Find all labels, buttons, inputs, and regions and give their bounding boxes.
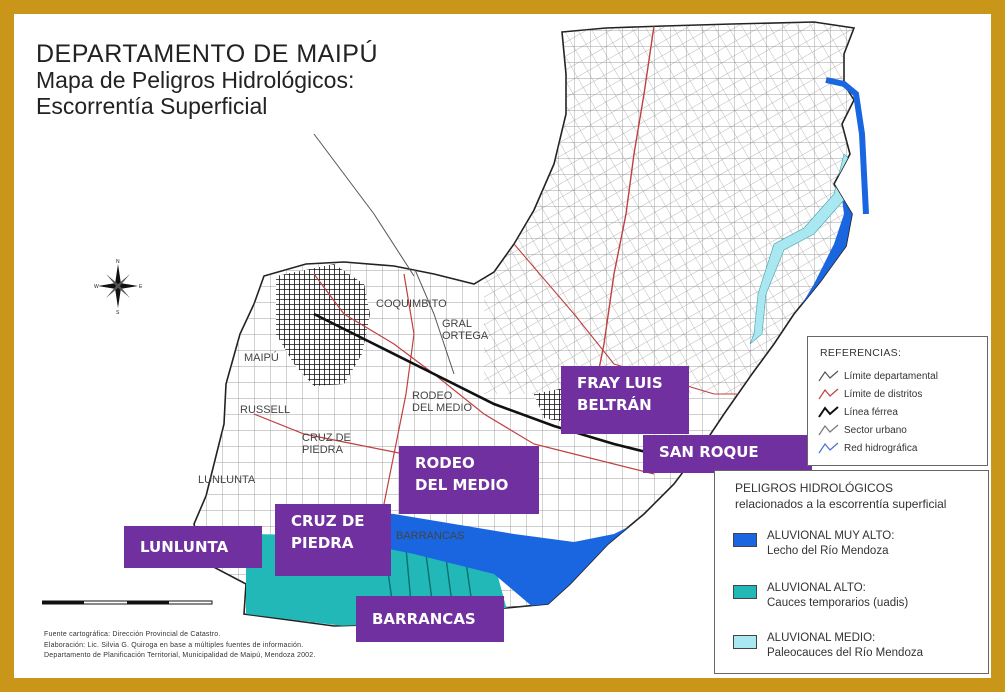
line-symbol-icon	[818, 370, 839, 382]
overlay-label-cruz-de-piedra: CRUZ DE PIEDRA	[275, 504, 391, 576]
railway-line	[313, 312, 675, 461]
map-base	[193, 21, 869, 627]
hazard-item-alto: ALUVIONAL ALTO: Cauces temporarios (uadi…	[767, 582, 909, 609]
compass-s: S	[116, 310, 120, 314]
district-label-barrancas: BARRANCAS	[396, 530, 465, 542]
source-credits: Fuente cartográfica: Dirección Provincia…	[44, 631, 316, 659]
hazards-legend: PELIGROS HIDROLÓGICOS relacionados a la …	[714, 470, 989, 674]
urban-sector-maipu	[276, 264, 370, 386]
district-label-rodeo-1: RODEO	[412, 390, 453, 402]
references-legend: REFERENCIAS: Límite departamental Límite…	[807, 336, 988, 466]
district-boundary	[253, 413, 405, 455]
title-line-3: Escorrentía Superficial	[36, 92, 268, 119]
district-label-russell: RUSSELL	[240, 404, 291, 416]
compass-n: N	[116, 259, 120, 265]
overlay-label-lunlunta: LUNLUNTA	[124, 526, 262, 568]
reference-item: Límite de distritos	[818, 388, 922, 400]
district-label-cruz-2: PIEDRA	[302, 444, 343, 457]
district-label-gral: GRAL	[442, 318, 472, 330]
overlay-label-fray-luis-beltran: FRAY LUIS BELTRÁN	[561, 366, 689, 434]
swatch-muy-alto	[733, 533, 757, 547]
references-title: REFERENCIAS:	[820, 347, 902, 359]
overlay-label-san-roque: SAN ROQUE	[643, 435, 812, 473]
compass-rose-icon: N S W E	[94, 259, 142, 314]
district-label-rodeo-2: DEL MEDIO	[412, 402, 473, 415]
district-label-ortega: ORTEGA	[442, 330, 489, 343]
district-label-lunlunta: LUNLUNTA	[198, 474, 256, 486]
reference-item: Sector urbano	[818, 424, 907, 436]
district-boundary	[313, 273, 655, 475]
district-label-coquimbito: COQUIMBITO	[376, 298, 447, 310]
swatch-medio	[733, 635, 757, 649]
district-label-cruz: CRUZ DE PIEDRA	[302, 432, 351, 456]
line-symbol-icon	[818, 424, 839, 436]
scale-bar	[42, 600, 213, 605]
compass-w: W	[94, 284, 99, 290]
swatch-alto	[733, 585, 757, 599]
district-boundary	[593, 25, 655, 395]
overlay-label-rodeo-del-medio: RODEO DEL MEDIO	[399, 446, 539, 514]
compass-e: E	[139, 284, 142, 290]
district-boundary	[383, 273, 415, 505]
title-line-1: DEPARTAMENTO DE MAIPÚ	[36, 40, 379, 68]
line-symbol-icon	[818, 406, 839, 418]
hazard-item-medio: ALUVIONAL MEDIO: Paleocauces del Río Men…	[767, 632, 923, 659]
line-symbol-icon	[818, 442, 839, 454]
district-label-gral-ortega: GRAL ORTEGA	[442, 318, 488, 342]
map-canvas: DEPARTAMENTO DE MAIPÚ Mapa de Peligros H…	[14, 14, 991, 678]
overlay-label-barrancas: BARRANCAS	[356, 596, 504, 642]
hazard-item-muy-alto: ALUVIONAL MUY ALTO: Lecho del Río Mendoz…	[767, 530, 895, 557]
reference-item: Red hidrográfica	[818, 442, 917, 454]
district-label-rodeo: RODEO DEL MEDIO	[412, 390, 472, 414]
district-label-maipu: MAIPÚ	[244, 352, 279, 364]
district-label-cruz-1: CRUZ DE	[302, 432, 351, 444]
map-title: DEPARTAMENTO DE MAIPÚ Mapa de Peligros H…	[36, 40, 378, 120]
reference-item: Línea férrea	[818, 406, 898, 418]
hazard-area-medio	[749, 153, 854, 345]
title-line-2: Mapa de Peligros Hidrológicos:	[36, 67, 355, 93]
line-symbol-icon	[818, 388, 839, 400]
hazards-title: PELIGROS HIDROLÓGICOS relacionados a la …	[735, 481, 947, 511]
reference-item: Límite departamental	[818, 370, 938, 382]
